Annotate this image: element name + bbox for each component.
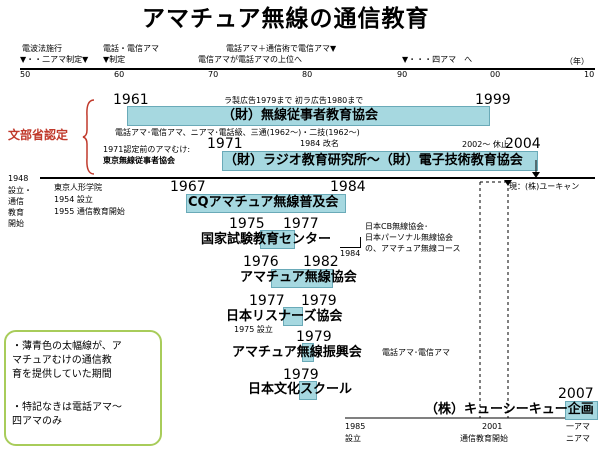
tokyo-side-label: 通信: [8, 197, 24, 206]
kokka-note: 日本CB無線協会･: [365, 222, 429, 231]
radio-name: （財）ラジオ教育研究所〜（財）電子技術教育協会: [224, 153, 523, 168]
musen-name: （財）無線従事者教育協会: [222, 108, 379, 123]
event-label: ▼制定: [103, 55, 126, 64]
kokka-start-year: 1975: [229, 216, 265, 232]
radio-end-year: 2004: [505, 136, 541, 152]
note-line: ・特記なきは電話アマ〜: [12, 402, 122, 413]
radio-period-bar: [222, 151, 538, 171]
shinkokai-note: 電話アマ･電信アマ: [382, 348, 450, 357]
musen-start-year: 1961: [113, 92, 149, 108]
cq-start-year: 1967: [170, 179, 206, 195]
tokyo-timeline: [40, 177, 595, 179]
tokyo-side-label: 開始: [8, 219, 24, 228]
qsq-start-year: 2007: [558, 386, 594, 402]
musen-ad-note: ラ製広告1979まで 初ラ広告1980まで: [224, 96, 364, 105]
bunka-name: 日本文化スクール: [248, 382, 353, 397]
tokyo-side-label: 教育: [8, 208, 24, 217]
qsq-founded-label: 設立: [345, 434, 361, 443]
musen-end-year: 1999: [475, 92, 511, 108]
mext-bracket: [82, 99, 95, 175]
page-title: アマチュア無線の通信教育: [142, 6, 430, 32]
kokka-note: 日本パーソナル無線協会: [365, 233, 453, 242]
current-name: 現：(株)ユーキャン: [509, 182, 580, 191]
event-label: 電話・電信アマ: [103, 44, 159, 53]
tokyo-founded: 1954 設立: [54, 195, 93, 204]
bunka-start-year: 1979: [283, 367, 319, 383]
listeners-end-year: 1979: [301, 293, 337, 309]
axis-tick: 70: [208, 70, 219, 79]
axis-tick: 10: [584, 70, 595, 79]
mext-label: 文部省認定: [8, 128, 69, 142]
event-label: 電話アマ＋通信術で電信アマ▼: [226, 44, 337, 53]
timeline-axis: [20, 68, 595, 70]
kokka-name: 国家試験教育センター: [201, 232, 332, 247]
legend-note: ・薄青色の太幅線が、ア マチュアむけの通信教 育を提供していた期間 ・特記なきは…: [4, 330, 162, 446]
radio-rename-note: 1984 改名: [300, 139, 339, 148]
tokyo-start: 1955 通信教育開始: [54, 207, 125, 216]
tokyo-org: 東京人形学院: [54, 183, 102, 192]
shinkokai-period-bar: [302, 343, 314, 362]
note-line: 四アマのみ: [12, 416, 62, 427]
axis-tick: 90: [397, 70, 408, 79]
kyokai-name: アマチュア無線協会: [240, 270, 357, 285]
kokka-note: の、アマチュア無線コース: [365, 244, 461, 253]
cq-period-bar: [186, 194, 346, 213]
axis-unit: （年）: [565, 57, 589, 66]
event-label: ▼・・・四アマ へ: [402, 55, 473, 64]
note-line: ・薄青色の太幅線が、ア: [12, 341, 122, 352]
shinkokai-start-year: 1979: [296, 329, 332, 345]
event-label: 電波法施行: [22, 44, 62, 53]
qsq-name: （株）キューシーキュー企画: [425, 402, 594, 417]
qsq-course-year: 2001: [482, 422, 503, 431]
axis-tick: 80: [302, 70, 313, 79]
listeners-founded: 1975 設立: [234, 325, 273, 334]
note-line: マチュアむけの通信教: [12, 355, 112, 366]
musen-subjects: 電話アマ･電信アマ、ニアマ･電話級、三通(1962〜)・二技(1962〜): [115, 128, 360, 137]
kokka-connector: [340, 247, 360, 248]
event-label: 電信アマが電話アマの上位へ: [198, 55, 302, 64]
radio-start-year: 1971: [207, 136, 243, 152]
axis-tick: 50: [20, 70, 31, 79]
kokka-connector: [360, 237, 361, 248]
tokyo-year: 1948: [8, 174, 29, 183]
kyokai-period-bar: [271, 269, 333, 288]
note-line: 育を提供していた期間: [12, 369, 112, 380]
qsq-period-bar: [565, 401, 598, 420]
kokka-period-bar: [260, 230, 295, 249]
listeners-name: 日本リスナーズ協会: [226, 309, 343, 324]
cq-end-year: 1984: [330, 179, 366, 195]
radio-pre-org: 東京無線従事者協会: [103, 156, 175, 165]
qsq-class: 一アマ: [566, 422, 590, 431]
radio-pre-note: 1971認定前のアマむけ:: [103, 145, 191, 154]
qsq-course-label: 通信教育開始: [460, 434, 508, 443]
musen-period-bar: [127, 106, 490, 126]
qsq-class: ニアマ: [566, 434, 590, 443]
shinkokai-name: アマチュア無線振興会: [232, 345, 362, 360]
listeners-start-year: 1977: [249, 293, 285, 309]
kyokai-end-year: 1982: [303, 254, 339, 270]
axis-tick: 00: [490, 70, 501, 79]
kokka-note-year: 1984: [340, 249, 361, 258]
bunka-period-bar: [299, 381, 317, 400]
axis-tick: 60: [114, 70, 125, 79]
tokyo-side-label: 設立・: [8, 186, 32, 195]
event-label: ▼・・二アマ制定▼: [20, 55, 89, 64]
radio-halt-note: 2002〜 休止: [462, 140, 509, 149]
listeners-period-bar: [283, 307, 303, 326]
kyokai-start-year: 1976: [243, 254, 279, 270]
qsq-founded-year: 1985: [345, 422, 366, 431]
kokka-end-year: 1977: [283, 216, 319, 232]
cq-name: CQアマチュア無線普及会: [188, 195, 339, 210]
